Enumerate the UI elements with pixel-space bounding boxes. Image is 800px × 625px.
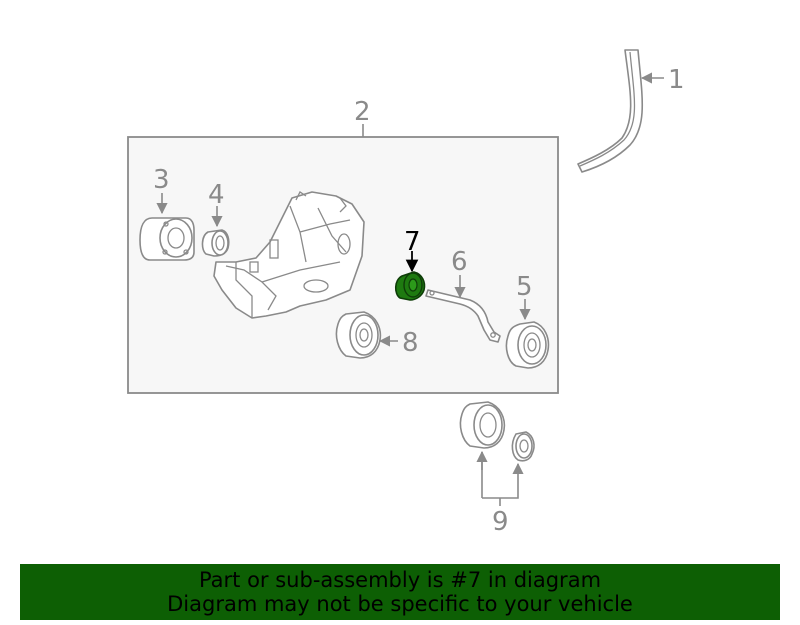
- banner-line-2: Diagram may not be specific to your vehi…: [167, 592, 633, 616]
- callout-4: 4: [208, 180, 225, 210]
- differential-carrier: [213, 191, 365, 319]
- disclaimer-banner: Part or sub-assembly is #7 in diagram Di…: [20, 564, 780, 620]
- part-9-washer: [511, 431, 535, 462]
- callout-9: 9: [492, 507, 509, 537]
- banner-line-1: Part or sub-assembly is #7 in diagram: [198, 568, 602, 592]
- part-4-bushing: [201, 229, 230, 257]
- callout-2: 2: [354, 97, 371, 127]
- callout-5: 5: [516, 272, 533, 302]
- callout-3: 3: [153, 165, 170, 195]
- part-9-bearing: [459, 401, 506, 449]
- callout-8: 8: [402, 328, 419, 358]
- part-7-bushing-highlighted: [394, 271, 426, 301]
- callout-1: 1: [668, 65, 685, 95]
- callout-7: 7: [404, 227, 421, 257]
- parts-diagram: 1 2 3 4: [127, 49, 685, 537]
- callout-6: 6: [451, 247, 468, 277]
- part-5-seal: [505, 321, 550, 369]
- part-8-bearing: [335, 311, 382, 359]
- part-1-strip: [577, 49, 644, 173]
- part-3-mount: [139, 217, 195, 261]
- leader-9: [481, 452, 518, 499]
- part-6-bracket: [425, 289, 501, 343]
